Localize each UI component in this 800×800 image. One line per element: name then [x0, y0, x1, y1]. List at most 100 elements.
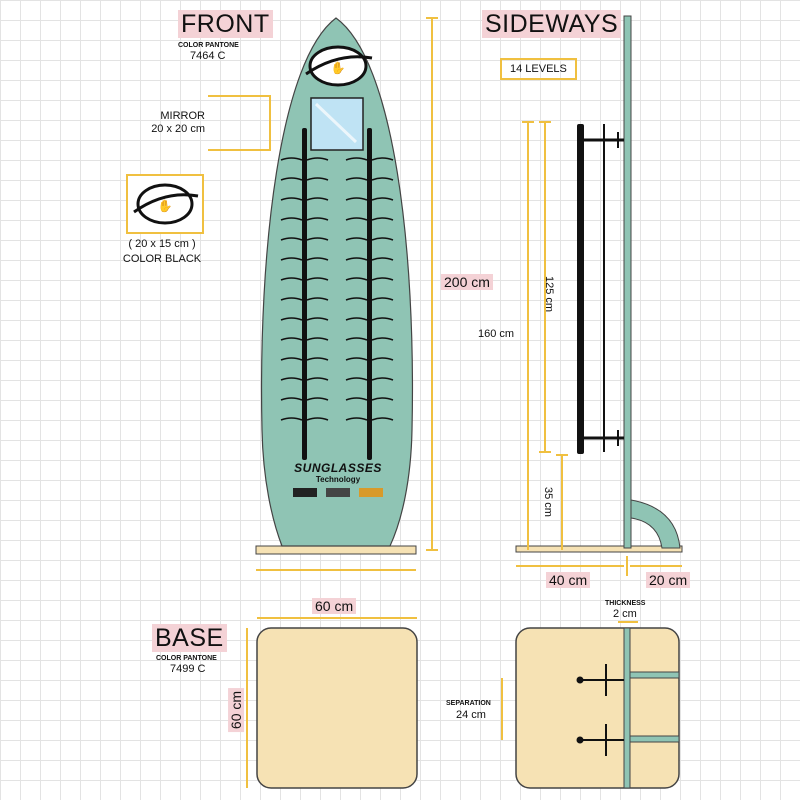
badge-hd [293, 488, 317, 497]
glasses-hook [280, 277, 303, 281]
base-color-code: 7499 C [170, 663, 206, 675]
glasses-hook [345, 277, 368, 281]
glasses-hook [280, 257, 303, 261]
side-160-label: 160 cm [478, 328, 515, 340]
svg-text:✋: ✋ [158, 199, 173, 213]
glasses-hook [371, 277, 394, 281]
glasses-hook [345, 197, 368, 201]
glasses-hook [371, 377, 394, 381]
glasses-hook [306, 177, 329, 181]
base-color-label: COLOR PANTONE [156, 655, 217, 662]
glasses-hook [345, 317, 368, 321]
glasses-hook [306, 317, 329, 321]
svg-text:✋: ✋ [331, 61, 346, 75]
front-base-plate [255, 545, 417, 555]
glasses-hook [280, 417, 303, 421]
glasses-hook [306, 157, 329, 161]
glasses-hook [306, 417, 329, 421]
glasses-hook [306, 377, 329, 381]
logo-color: COLOR BLACK [122, 253, 202, 265]
glasses-hook [345, 337, 368, 341]
logo-size: ( 20 x 15 cm ) [128, 238, 196, 250]
glasses-hook [371, 397, 394, 401]
glasses-hook [371, 257, 394, 261]
glasses-hook [280, 237, 303, 241]
glasses-hook [306, 277, 329, 281]
base-view [246, 617, 418, 789]
front-title: FRONT [178, 10, 273, 39]
glasses-hook [345, 377, 368, 381]
badge-right [359, 488, 383, 497]
side-125-label: 125 cm [543, 275, 556, 313]
glasses-hook [306, 237, 329, 241]
glasses-hook [371, 177, 394, 181]
glasses-hook [371, 157, 394, 161]
front-bar-right [367, 128, 372, 460]
thickness-value: 2 cm [613, 608, 637, 620]
side-bar [577, 124, 584, 454]
glasses-hook [345, 357, 368, 361]
side-35-label: 35 cm [541, 487, 554, 517]
surfboard-outline [260, 17, 414, 547]
glasses-hook [280, 397, 303, 401]
glasses-hook [280, 337, 303, 341]
mirror-dim-bracket [208, 95, 271, 151]
thickness-label: THICKNESS [605, 600, 646, 607]
glasses-hook [345, 157, 368, 161]
glasses-hook [280, 377, 303, 381]
separation-value: 24 cm [456, 709, 486, 721]
glasses-hook [306, 297, 329, 301]
glasses-hook [371, 237, 394, 241]
side-panel [623, 15, 632, 549]
glasses-hook [371, 357, 394, 361]
side-support-arc [630, 499, 681, 549]
glasses-hook [345, 397, 368, 401]
front-height-label: 200 cm [441, 274, 493, 290]
glasses-hook [371, 337, 394, 341]
glasses-hook [345, 177, 368, 181]
side-40-label: 40 cm [546, 572, 591, 588]
glasses-hook [345, 237, 368, 241]
mirror-size: 20 x 20 cm [151, 123, 205, 135]
front-view: ✋ ✋ [126, 17, 438, 571]
front-bar-left [302, 128, 307, 460]
separation-label: SEPARATION [446, 700, 491, 707]
front-color-label: COLOR PANTONE [178, 42, 239, 49]
glasses-hook [306, 397, 329, 401]
board-subtext: Technology [315, 475, 361, 484]
glasses-hook [280, 177, 303, 181]
sideways-title: SIDEWAYS [482, 10, 622, 39]
glasses-hook [280, 157, 303, 161]
board-text: SUNGLASSES [294, 461, 382, 475]
glasses-hook [280, 197, 303, 201]
base-height-label: 60 cm [228, 687, 245, 733]
glasses-hook [280, 317, 303, 321]
glasses-hook [306, 257, 329, 261]
glasses-hook [345, 417, 368, 421]
board-logo: ✋ [305, 45, 373, 87]
glasses-hook [306, 357, 329, 361]
base-plate-top [256, 627, 418, 789]
glasses-hook [371, 217, 394, 221]
glasses-hook [371, 197, 394, 201]
base-title: BASE [152, 624, 227, 653]
side-view [515, 15, 683, 623]
glasses-hook [306, 197, 329, 201]
glasses-hook [345, 297, 368, 301]
base-width-label: 60 cm [312, 598, 357, 614]
base-side-view [501, 627, 680, 789]
glasses-hook [371, 317, 394, 321]
glasses-hook [306, 217, 329, 221]
glasses-hook [280, 357, 303, 361]
mirror-label: MIRROR [160, 110, 205, 122]
glasses-hook [280, 297, 303, 301]
badge-center [326, 488, 350, 497]
glasses-hooks [280, 157, 394, 421]
glasses-hook [345, 217, 368, 221]
side-20-label: 20 cm [646, 572, 691, 588]
glasses-hook [280, 217, 303, 221]
glasses-hook [306, 337, 329, 341]
side-base-plate [515, 545, 683, 553]
front-color-code: 7464 C [190, 50, 226, 62]
